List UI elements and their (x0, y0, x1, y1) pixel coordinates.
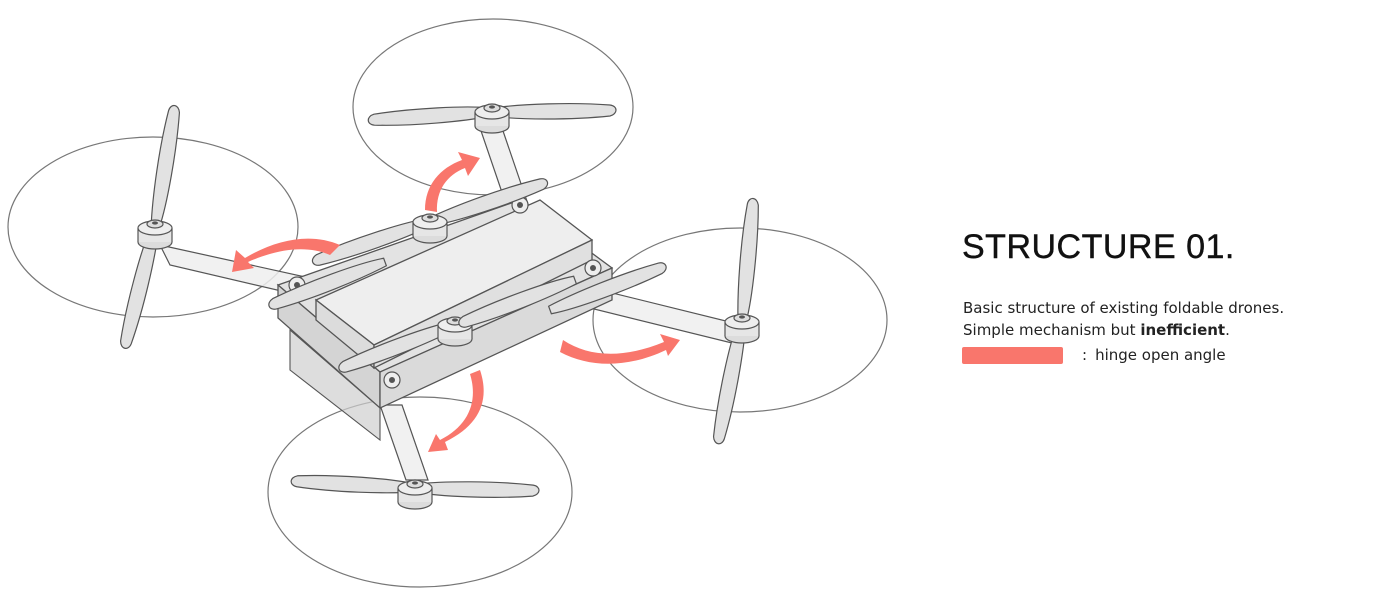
drone-illustration (7, 18, 888, 588)
prop-sweep-circle-left (7, 136, 299, 318)
rotor-top (367, 102, 617, 134)
legend-separator: : (1082, 346, 1088, 364)
description-line-2-prefix: Simple mechanism but (963, 321, 1141, 339)
structure-description: Basic structure of existing foldable dro… (963, 297, 1284, 341)
description-line-2: Simple mechanism but inefficient. (963, 319, 1284, 341)
legend-label: hinge open angle (1095, 346, 1226, 364)
hinge-arrow-right (560, 334, 680, 364)
hinge-arrow-top (425, 152, 480, 212)
description-line-1: Basic structure of existing foldable dro… (963, 299, 1285, 317)
legend-swatch (962, 346, 1063, 364)
prop-sweep-circle-right (592, 227, 888, 413)
structure-title: STRUCTURE 01. (962, 228, 1235, 266)
prop-sweep-circle-bottom (267, 396, 573, 588)
arm-bottom (379, 404, 429, 481)
hinge-arrow-bottom (428, 370, 484, 452)
description-line-2-suffix: . (1225, 321, 1230, 339)
description-emphasis: inefficient (1140, 321, 1226, 339)
rotor-left (115, 103, 185, 351)
hinge-arrow-left (232, 238, 340, 272)
legend: : hinge open angle (962, 346, 1226, 364)
